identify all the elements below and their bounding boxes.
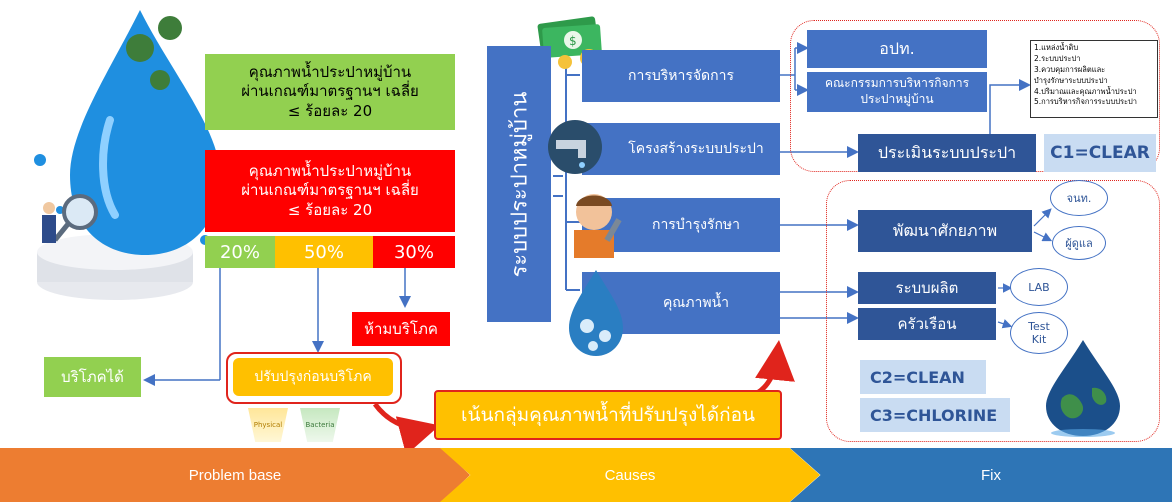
drinkable-box: บริโภคได้ [44, 357, 141, 397]
item-structure: โครงสร้างระบบประปา [582, 123, 780, 175]
c3-badge: C3=CHLORINE [860, 398, 1010, 432]
improve-box-outline [226, 352, 402, 404]
fail-standard-box: คุณภาพน้ำประปาหมู่บ้าน ผ่านเกณฑ์มาตรฐานฯ… [205, 150, 455, 232]
checklist-item: 3.ควบคุมการผลิตและ [1034, 64, 1106, 74]
checklist-item: 2.ระบบประปา [1034, 53, 1081, 63]
svg-text:$: $ [569, 34, 577, 48]
caretaker-ellipse: ผู้ดูแล [1052, 226, 1106, 260]
production-box: ระบบผลิต [858, 272, 996, 304]
money-icon: $ [535, 8, 605, 70]
testkit-ellipse: Test Kit [1010, 312, 1068, 354]
not-drinkable-box: ห้ามบริโภค [352, 312, 450, 346]
faucet-icon [546, 118, 604, 176]
water-drop-illustration [20, 0, 220, 310]
develop-box: พัฒนาศักยภาพ [858, 210, 1032, 252]
footer-fix-label: Fix [981, 466, 1001, 484]
checklist-item: 5.การบริหารกิจการระบบประปา [1034, 97, 1137, 107]
checklist-item: บำรุงรักษาระบบประปา [1034, 75, 1108, 85]
earth-drop-icon [1042, 338, 1124, 438]
assess-box: ประเมินระบบประปา [858, 134, 1036, 172]
pct-green: 20% [205, 236, 275, 268]
physical-cup: Physical [248, 408, 288, 442]
jnt-ellipse: จนท. [1050, 180, 1108, 216]
quality-group [826, 180, 1160, 442]
footer-problem-label: Problem base [188, 466, 282, 484]
bacteria-cup: Bacteria [300, 408, 340, 442]
checklist-item: 4.ปริมาณและคุณภาพน้ำประปา [1034, 86, 1137, 96]
water-drops-icon [565, 266, 627, 358]
checklist-item: 1.แหล่งน้ำดิบ [1034, 43, 1079, 52]
c1-badge: C1=CLEAR [1044, 134, 1156, 172]
pct-red: 30% [373, 236, 455, 268]
footer-fix: Fix [790, 448, 1172, 502]
focus-banner: เน้นกลุ่มคุณภาพน้ำที่ปรับปรุงได้ก่อน [434, 390, 782, 440]
pass-standard-box: คุณภาพน้ำประปาหมู่บ้าน ผ่านเกณฑ์มาตรฐานฯ… [205, 54, 455, 130]
opt-box: อปท. [807, 30, 987, 68]
household-box: ครัวเรือน [858, 308, 996, 340]
footer-causes-label: Causes [604, 466, 656, 484]
title-ticks [553, 175, 563, 197]
footer-problem: Problem base [0, 448, 470, 502]
plumber-icon [566, 188, 632, 260]
c2-badge: C2=CLEAN [860, 360, 986, 394]
footer-causes: Causes [440, 448, 820, 502]
pct-orange: 50% [275, 236, 373, 268]
committee-box: คณะกรรมการบริหารกิจการ ประปาหมู่บ้าน [807, 72, 987, 112]
improve-box: ปรับปรุงก่อนบริโภค [233, 358, 393, 396]
lab-ellipse: LAB [1010, 268, 1068, 306]
vertical-title: ระบบประปาหมู่บ้าน [487, 46, 551, 322]
item-management: การบริหารจัดการ [582, 50, 780, 102]
assessment-checklist: 1.แหล่งน้ำดิบ 2.ระบบประปา 3.ควบคุมการผลิ… [1030, 40, 1158, 118]
